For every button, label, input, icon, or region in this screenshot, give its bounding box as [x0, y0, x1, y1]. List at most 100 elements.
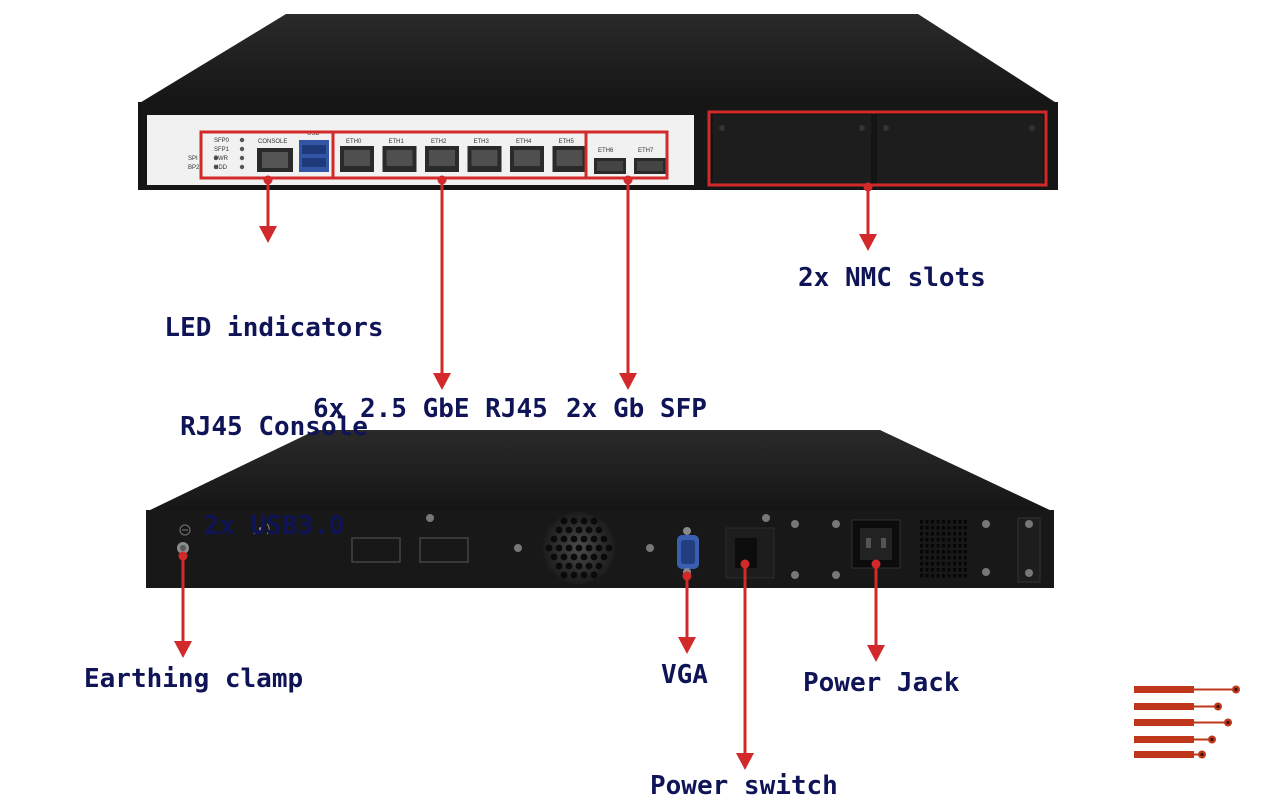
- vent-hole: [925, 550, 929, 554]
- ethernet-port: ETH0: [340, 139, 374, 172]
- vent-grille: [920, 520, 967, 578]
- callout-arrow-rj45: [433, 175, 451, 390]
- vent-hole: [942, 574, 945, 578]
- fan-hole: [580, 553, 588, 561]
- vent-hole: [964, 532, 967, 536]
- vent-hole: [925, 520, 929, 524]
- callout-label-sfp: 2x Gb SFP: [566, 394, 707, 424]
- vent-hole: [942, 562, 945, 566]
- vent-hole: [925, 538, 929, 542]
- vent-hole: [953, 550, 956, 554]
- vent-hole: [958, 526, 962, 530]
- rear-chassis-top: [146, 430, 1054, 512]
- vent-hole: [936, 556, 940, 560]
- fan-hole: [600, 553, 608, 561]
- fan-grille: [543, 512, 615, 584]
- callout-arrow-earthing: [174, 551, 192, 658]
- fan-hole: [575, 544, 583, 552]
- earthing-clamp: [177, 542, 189, 554]
- callout-arrow-power-switch: [736, 559, 754, 770]
- fan-hole: [590, 535, 598, 543]
- vent-hole: [925, 568, 929, 572]
- vent-hole: [947, 556, 951, 560]
- vent-hole: [936, 532, 940, 536]
- ethernet-port-label: ETH5: [559, 139, 575, 145]
- fan-hole: [555, 526, 563, 534]
- callout-arrow-power-jack: [867, 559, 885, 662]
- brand-logo-icon: [1134, 685, 1240, 759]
- vent-hole: [964, 538, 967, 542]
- vent-hole: [920, 550, 923, 554]
- vent-hole: [958, 574, 962, 578]
- callout-label-rj45: 6x 2.5 GbE RJ45: [313, 394, 548, 424]
- vent-hole: [947, 532, 951, 536]
- vent-hole: [925, 556, 929, 560]
- led-indicator: SFP0: [214, 137, 245, 144]
- led-indicator: BP2: [188, 164, 219, 171]
- vent-hole: [931, 574, 934, 578]
- sfp-port-label: ETH7: [638, 148, 654, 154]
- fan-hole: [545, 544, 553, 552]
- callout-label-power-jack: Power Jack: [803, 668, 960, 698]
- vent-hole: [936, 550, 940, 554]
- ethernet-port: ETH3: [467, 139, 502, 172]
- callout-label-led-console-usb: LED indicators RJ45 Console 2x USB3.0: [154, 246, 394, 576]
- vent-hole: [931, 562, 934, 566]
- vent-hole: [964, 568, 967, 572]
- vent-hole: [947, 562, 951, 566]
- vent-hole: [947, 568, 951, 572]
- callout-arrow-nmc: [859, 182, 877, 251]
- antenna-cutouts: [351, 514, 469, 563]
- fan-hole: [560, 553, 568, 561]
- vent-hole: [931, 526, 934, 530]
- vent-hole: [953, 544, 956, 548]
- fan-hole: [585, 544, 593, 552]
- fan-hole: [570, 553, 578, 561]
- led-indicator: HDD: [214, 164, 245, 171]
- vent-hole: [936, 562, 940, 566]
- vent-hole: [931, 568, 934, 572]
- fan-hole: [555, 544, 563, 552]
- vent-hole: [925, 574, 929, 578]
- vent-hole: [947, 538, 951, 542]
- fan-hole: [555, 562, 563, 570]
- front-chassis-top: [138, 14, 1058, 104]
- vent-hole: [936, 520, 940, 524]
- vent-hole: [942, 520, 945, 524]
- ethernet-port: ETH5: [552, 139, 587, 172]
- fan-hole: [570, 571, 578, 579]
- led-label: SPI: [188, 156, 198, 162]
- vent-hole: [964, 574, 967, 578]
- callout-line-console: RJ45 Console: [180, 412, 368, 442]
- vent-hole: [958, 532, 962, 536]
- ethernet-port: ETH1: [382, 139, 417, 172]
- led-label: SFP1: [214, 147, 230, 153]
- vent-hole: [920, 526, 923, 530]
- sfp-port: ETH7: [634, 148, 666, 174]
- console-port-label: CONSOLE: [258, 139, 287, 145]
- vent-hole: [936, 526, 940, 530]
- callout-arrow-sfp: [619, 175, 637, 390]
- vent-hole: [942, 568, 945, 572]
- usb-port-label: USB: [307, 131, 319, 137]
- vent-hole: [964, 562, 967, 566]
- callout-label-earthing: Earthing clamp: [84, 664, 304, 694]
- led-label: PWR: [214, 156, 229, 162]
- console-port: CONSOLE: [257, 139, 293, 172]
- vent-hole: [953, 538, 956, 542]
- ethernet-port: ETH4: [510, 139, 544, 172]
- vent-hole: [942, 556, 945, 560]
- fan-hole: [590, 571, 598, 579]
- vent-hole: [953, 520, 956, 524]
- ground-symbol-icon: [179, 524, 191, 536]
- callout-label-vga: VGA: [661, 660, 708, 690]
- fan-hole: [585, 526, 593, 534]
- vent-hole: [947, 544, 951, 548]
- ethernet-port-label: ETH2: [431, 139, 447, 145]
- wireless-symbol-icon: [252, 523, 270, 535]
- usb-ports: USB: [299, 131, 329, 172]
- vent-hole: [936, 538, 940, 542]
